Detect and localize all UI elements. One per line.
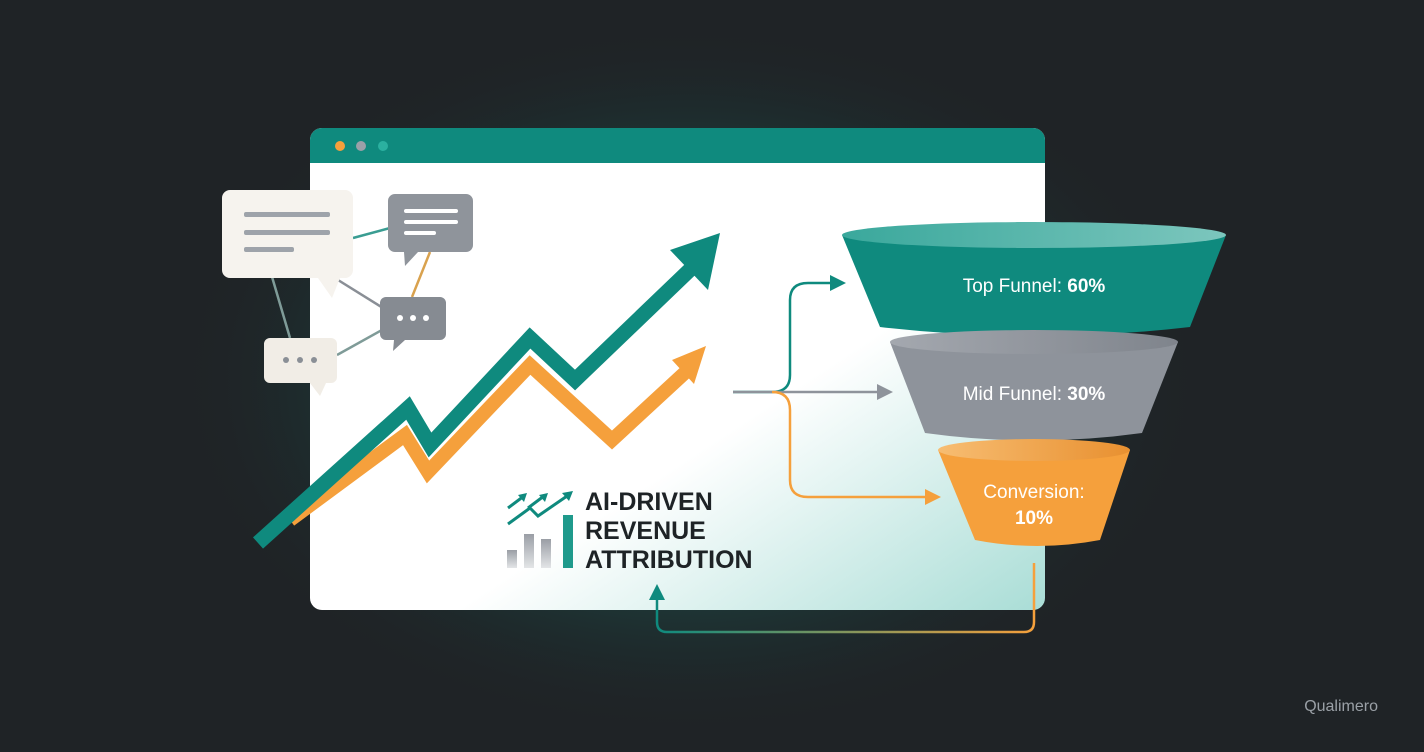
logo-line-1: AI-DRIVEN: [585, 488, 713, 516]
funnel-top: [842, 222, 1226, 336]
funnel-conversion-value: 10%: [1015, 508, 1053, 529]
window-title-bar: [310, 128, 1045, 163]
logo-line-2: REVENUE: [585, 517, 706, 545]
arrowhead-mid: [877, 384, 893, 400]
branch-arrows: [733, 281, 925, 499]
funnel-mid: [890, 330, 1178, 441]
speech-bubble-text-large: [222, 190, 353, 298]
funnel-top-label: Top Funnel: 60%: [963, 276, 1106, 297]
window-dot-teal: [378, 141, 388, 151]
window-dot-gray: [356, 141, 366, 151]
funnel-mid-label: Mid Funnel: 30%: [963, 384, 1106, 405]
ai-revenue-logo-icon: [507, 491, 573, 568]
brand-watermark: Qualimero: [1304, 698, 1378, 715]
bubble-connectors: [268, 226, 432, 357]
arrowhead-conversion: [925, 489, 941, 505]
feedback-loop-line: [655, 563, 1036, 634]
arrowhead-top: [830, 275, 846, 291]
speech-bubble-typing-gray: [380, 297, 446, 351]
growth-arrow-teal: [252, 233, 720, 549]
growth-arrow-orange: [285, 346, 706, 526]
funnel-conversion: [938, 439, 1130, 546]
logo-line-3: ATTRIBUTION: [585, 546, 753, 574]
funnel-conversion-label: Conversion:: [983, 482, 1084, 503]
speech-bubble-typing-light: [264, 338, 337, 396]
window-dot-orange: [335, 141, 345, 151]
feedback-arrowhead: [649, 584, 665, 600]
speech-bubble-text-small: [388, 194, 473, 266]
